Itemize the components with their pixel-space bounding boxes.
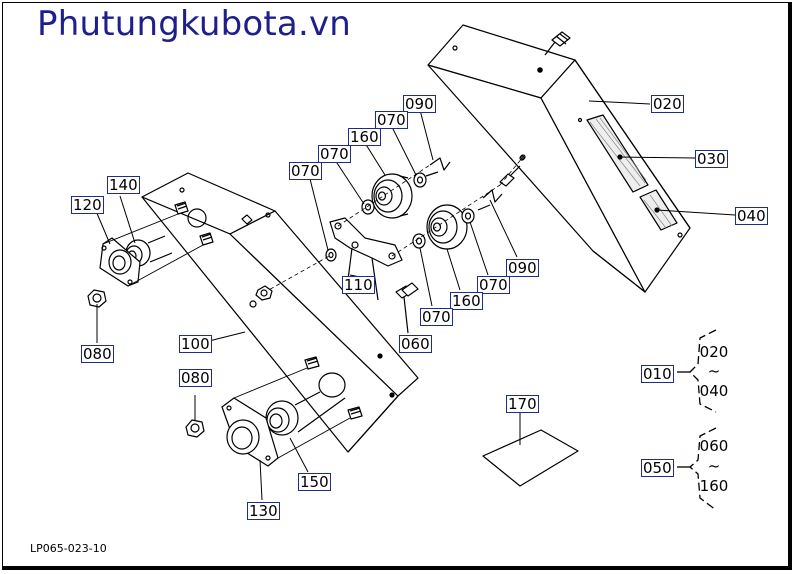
stud-bolts-upper [102,201,214,287]
leader-lines-pulleys [309,109,518,307]
group-050-range-to: 160 [699,477,729,495]
cover-part-020 [427,24,691,293]
part-label-120[interactable]: 120 [71,196,104,214]
nut-080-upper [87,289,107,308]
group-050-range-sep: ~ [707,457,721,475]
part-label-070-b[interactable]: 070 [318,145,351,163]
part-label-030[interactable]: 030 [695,150,728,168]
part-label-060[interactable]: 060 [399,335,432,353]
part-label-070-a[interactable]: 070 [375,111,408,129]
part-label-090-upper[interactable]: 090 [403,95,436,113]
part-label-050[interactable]: 050 [641,459,674,477]
bolt-060 [395,282,419,334]
part-label-160-lower[interactable]: 160 [450,292,483,310]
part-label-070-d[interactable]: 070 [477,276,510,294]
nut-080-lower [185,419,205,438]
washers-070 [325,172,475,262]
part-label-020[interactable]: 020 [651,95,684,113]
part-label-080-lower[interactable]: 080 [179,369,212,387]
part-label-090-lower[interactable]: 090 [506,259,539,277]
part-label-100[interactable]: 100 [179,335,212,353]
decal-030 [586,114,649,193]
part-label-080-upper[interactable]: 080 [81,345,114,363]
group-050-range-from: 060 [699,437,729,455]
diagram-code: LP065-023-10 [30,542,107,555]
group-010-range-from: 020 [699,343,729,361]
brand-title: Phutungkubota.vn [37,4,352,44]
part-label-070-c[interactable]: 070 [289,162,322,180]
group-brackets [677,329,717,511]
group-010-range-sep: ~ [707,362,721,380]
part-label-010[interactable]: 010 [641,365,674,383]
part-label-140[interactable]: 140 [107,176,140,194]
snap-pins-090 [425,157,503,211]
assembly-centerlines [257,156,524,297]
pulley-160-upper [371,173,413,219]
stud-bolts-lower [233,356,363,459]
tension-arm-110 [329,217,403,301]
cover-bolt [544,31,571,56]
flange-120 [99,237,141,287]
part-label-130[interactable]: 130 [247,502,280,520]
plate-part-100 [141,172,419,453]
part-label-070-e[interactable]: 070 [420,308,453,326]
part-label-170[interactable]: 170 [506,395,539,413]
group-010-range-to: 040 [699,382,729,400]
center-nut [255,285,273,301]
bolt-upper-right [499,154,526,187]
pulley-160-lower [426,204,468,250]
sheet-170 [482,411,579,487]
part-label-160-upper[interactable]: 160 [348,128,381,146]
part-label-110[interactable]: 110 [342,276,375,294]
part-label-040[interactable]: 040 [735,207,768,225]
part-label-150[interactable]: 150 [298,473,331,491]
